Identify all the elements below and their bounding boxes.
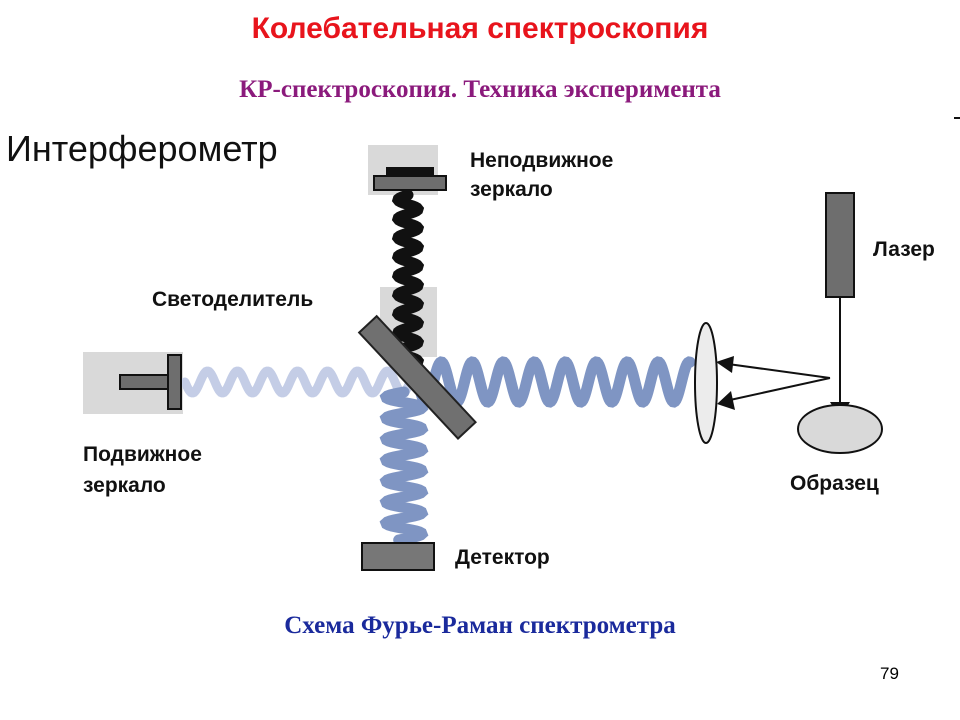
scattered-light-ray-upper (727, 363, 831, 379)
sample-label: Образец (790, 472, 879, 495)
edge-mark (954, 117, 960, 119)
fixed-mirror-label-line2: зеркало (470, 178, 553, 201)
movable-mirror-label-line1: Подвижное (83, 443, 202, 466)
beam-splitter (357, 314, 477, 440)
slide-caption: Схема Фурье-Раман спектрометра (284, 612, 676, 639)
slide-title: Колебательная спектроскопия (251, 12, 709, 45)
page-number: 79 (880, 664, 899, 683)
movable-mirror-rod (119, 374, 171, 390)
diagram-heading: Интерферометр (6, 128, 278, 169)
detector (361, 542, 435, 571)
movable-mirror-label-line2: зеркало (83, 474, 166, 497)
fixed-arm-beam (391, 189, 425, 374)
lens (694, 322, 718, 444)
scattered-light-ray-lower (729, 377, 831, 401)
laser-label: Лазер (873, 238, 935, 261)
fixed-mirror-plate (386, 167, 434, 176)
detector-label: Детектор (455, 546, 550, 569)
movable-mirror (167, 354, 182, 410)
beam-splitter-label: Светоделитель (152, 288, 313, 311)
scattered-arrowhead-upper (716, 356, 734, 373)
source-arm-beam (412, 356, 696, 408)
interferometer-diagram: Интерферометр Неподвижное зеркало Светод… (6, 117, 960, 571)
scattered-arrowhead-lower (717, 391, 735, 410)
detector-arm-beam (379, 386, 429, 546)
fixed-mirror (373, 175, 447, 191)
sample (797, 404, 883, 454)
slide-subtitle: КР-спектроскопия. Техника эксперимента (239, 76, 721, 103)
laser (825, 192, 855, 298)
fixed-mirror-label-line1: Неподвижное (470, 149, 613, 172)
movable-arm-beam (180, 366, 415, 398)
